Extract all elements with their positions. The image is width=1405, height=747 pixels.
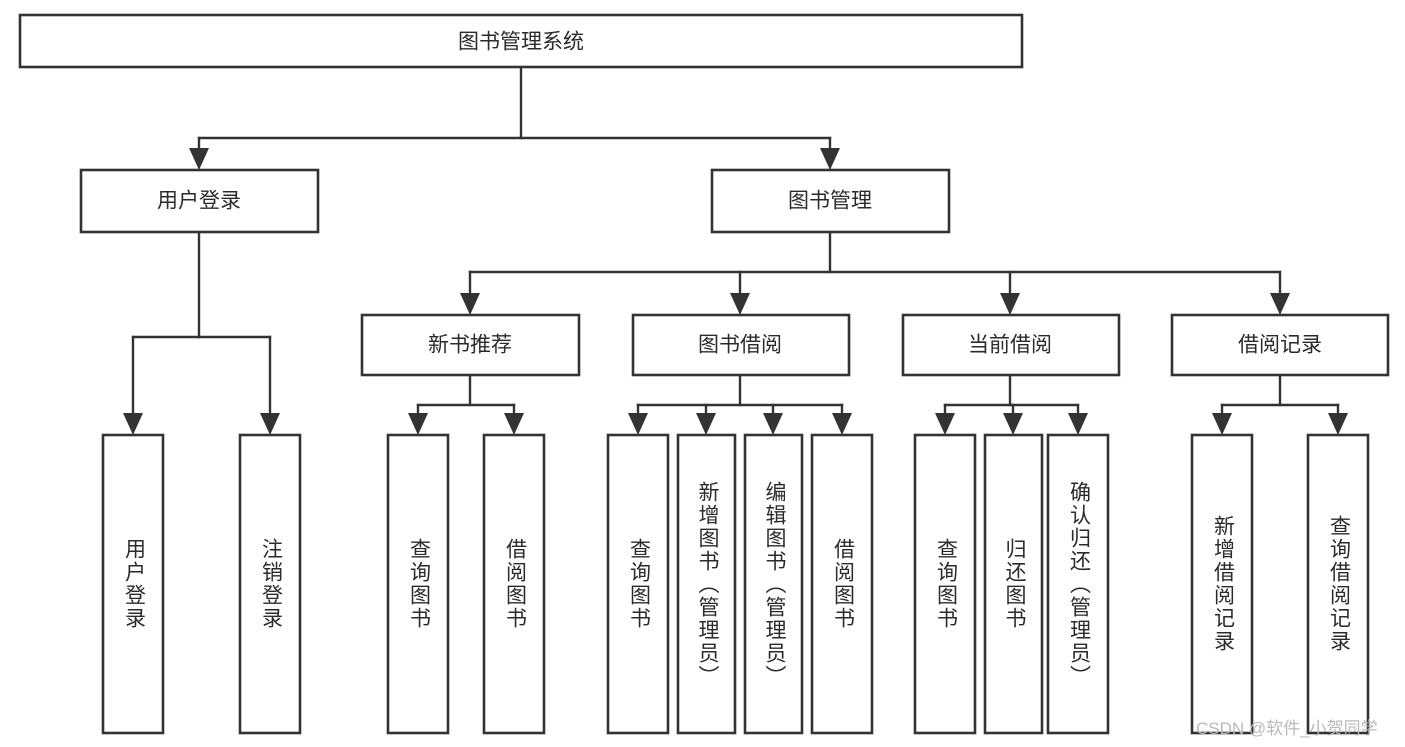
node-leaf-box[interactable]: [238, 433, 302, 735]
arrow-head-icon: [832, 413, 852, 435]
arrow-head-icon: [696, 413, 716, 435]
csdn-watermark: CSDN @软件_小贺同学: [1196, 719, 1378, 738]
node-current-borrow-label: 当前借阅: [968, 334, 1052, 357]
arrow-head-icon: [820, 148, 840, 170]
connector-group-root-to-level2: [189, 65, 840, 170]
node-book-management[interactable]: 图书管理: [710, 168, 951, 234]
node-leaf-box[interactable]: [386, 433, 450, 735]
arrow-head-icon: [1328, 413, 1348, 435]
node-borrow-records-label: 借阅记录: [1238, 334, 1322, 357]
arrow-head-icon: [123, 413, 143, 435]
arrow-head-icon: [460, 293, 480, 315]
arrow-head-icon: [1212, 413, 1232, 435]
connector-group-userlogin-to-leaves: [123, 230, 280, 435]
node-book-borrow-box[interactable]: [631, 313, 851, 377]
arrow-head-icon: [628, 413, 648, 435]
node-new-book-recommend-label: 新书推荐: [428, 334, 512, 357]
connector-group-newbook-to-leaves: [408, 373, 524, 435]
node-leaf-box[interactable]: [1190, 433, 1254, 735]
arrow-head-icon: [408, 413, 428, 435]
node-new-book-recommend-box[interactable]: [360, 313, 581, 377]
node-user-login[interactable]: 用户登录: [79, 168, 320, 234]
node-leaf-box[interactable]: [606, 433, 670, 735]
leaf-box-group: [101, 433, 1370, 735]
arrow-head-icon: [189, 148, 209, 170]
node-leaf-box[interactable]: [1306, 433, 1370, 735]
node-user-login-label: 用户登录: [157, 190, 241, 213]
node-leaf-box[interactable]: [743, 433, 804, 735]
arrow-head-icon: [763, 413, 783, 435]
node-leaf-box[interactable]: [913, 433, 977, 735]
arrow-head-icon: [1000, 293, 1020, 315]
node-book-borrow-label: 图书借阅: [698, 334, 782, 357]
node-leaf-box[interactable]: [482, 433, 546, 735]
arrow-head-icon: [730, 293, 750, 315]
arrow-head-icon: [260, 413, 280, 435]
node-user-login-box[interactable]: [79, 168, 320, 234]
connector-group-current-to-leaves: [935, 373, 1088, 435]
node-current-borrow[interactable]: 当前借阅: [901, 313, 1121, 377]
node-leaf-box[interactable]: [983, 433, 1044, 735]
node-leaf-box[interactable]: [101, 433, 165, 735]
node-root[interactable]: 图书管理系统: [18, 13, 1024, 69]
arrow-head-icon: [935, 413, 955, 435]
connector-group-records-to-leaves: [1212, 373, 1348, 435]
node-borrow-records[interactable]: 借阅记录: [1170, 313, 1390, 377]
arrow-head-icon: [504, 413, 524, 435]
node-new-book-recommend[interactable]: 新书推荐: [360, 313, 581, 377]
node-book-borrow[interactable]: 图书借阅: [631, 313, 851, 377]
node-root-label: 图书管理系统: [458, 31, 584, 54]
arrow-head-icon: [1270, 293, 1290, 315]
node-leaf-box[interactable]: [1046, 433, 1110, 735]
node-book-management-box[interactable]: [710, 168, 951, 234]
connector-group-booksmgmt-to-level3: [460, 230, 1290, 315]
arrow-head-icon: [1003, 413, 1023, 435]
node-book-management-label: 图书管理: [788, 190, 872, 213]
arrow-head-icon: [1068, 413, 1088, 435]
node-root-box[interactable]: [18, 13, 1024, 69]
node-leaf-box[interactable]: [676, 433, 737, 735]
node-leaf-box[interactable]: [810, 433, 874, 735]
node-current-borrow-box[interactable]: [901, 313, 1121, 377]
connector-group-borrow-to-leaves: [628, 373, 852, 435]
node-borrow-records-box[interactable]: [1170, 313, 1390, 377]
